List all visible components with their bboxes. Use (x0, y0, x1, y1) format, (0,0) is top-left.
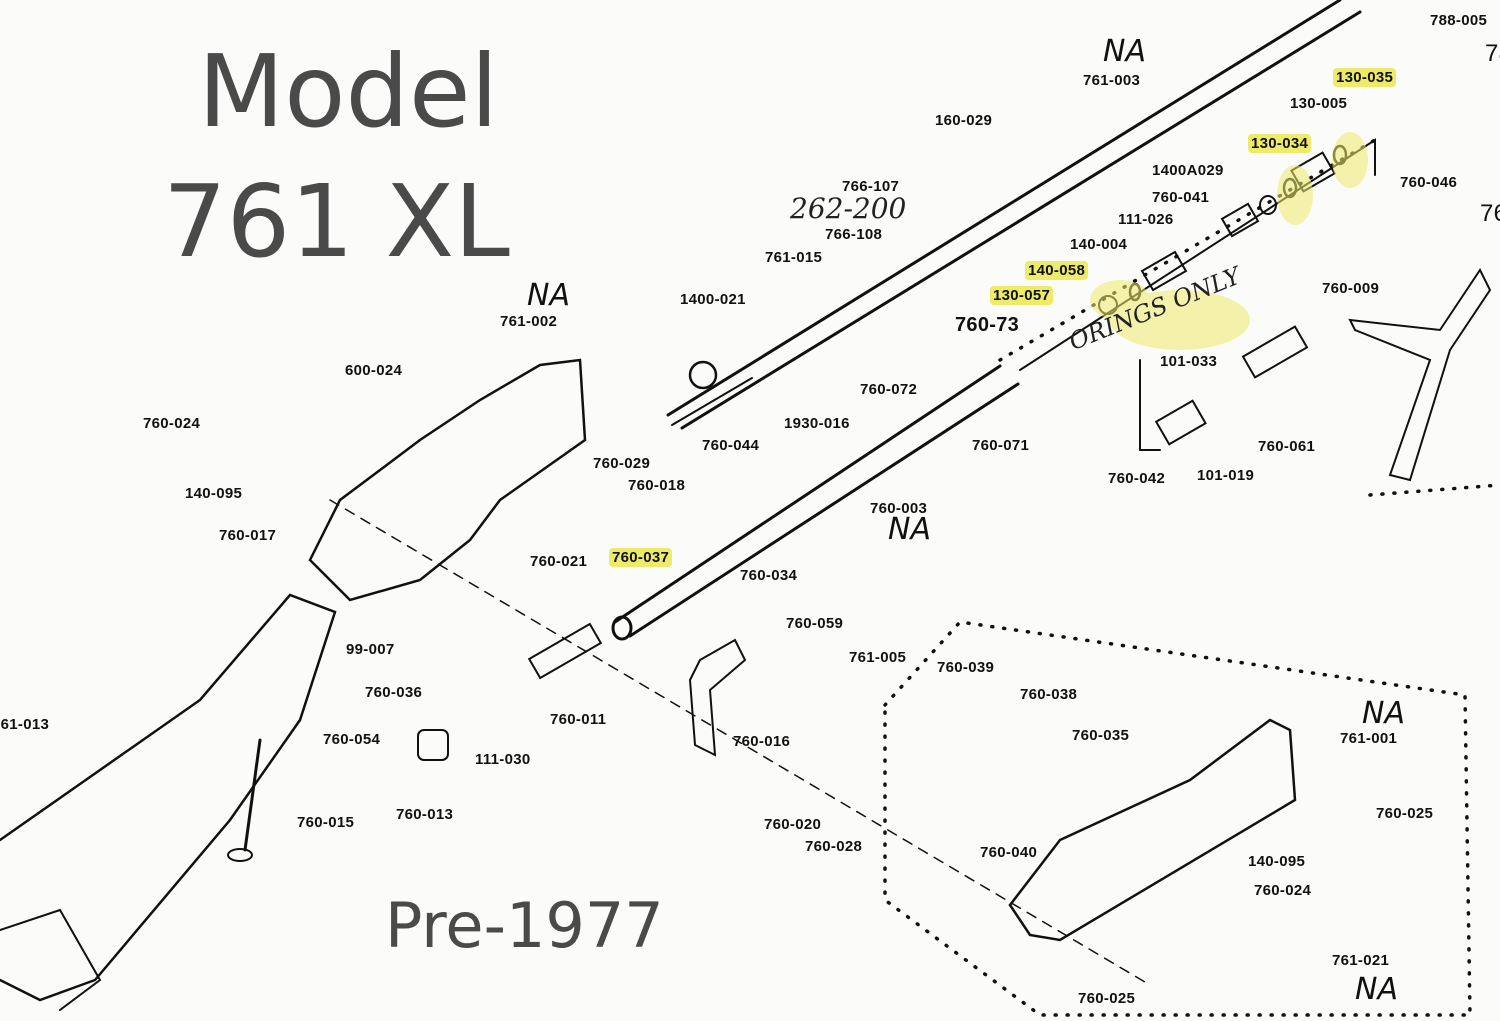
part-number-label: 761-005 (849, 649, 907, 666)
part-number-label: 101-033 (1160, 353, 1218, 370)
part-number-label: 78 (1485, 40, 1500, 67)
part-number-label: 760-040 (980, 844, 1038, 861)
part-number-label: 101-019 (1197, 467, 1255, 484)
part-number-label: 760-003 (870, 500, 928, 517)
part-number-label: 760-024 (143, 415, 201, 432)
part-number-label: 760-037 (609, 548, 673, 567)
part-number-label: 760-018 (628, 477, 686, 494)
part-number-label: 760-017 (219, 527, 277, 544)
part-number-label: 761-013 (0, 716, 50, 733)
part-number-label: 111-030 (475, 751, 531, 768)
part-number-label: 140-095 (1248, 853, 1306, 870)
part-number-label: 760-029 (593, 455, 651, 472)
part-number-label: 130-057 (990, 286, 1054, 305)
part-number-label: 760-036 (365, 684, 423, 701)
handwritten-part-number: 262-200 (790, 192, 907, 225)
part-number-label: 760-054 (323, 731, 381, 748)
part-number-label: 761-021 (1332, 952, 1390, 969)
part-number-label: 760-025 (1078, 990, 1136, 1007)
model-title-line1: Model (198, 33, 499, 150)
part-number-label: 760-035 (1072, 727, 1130, 744)
part-number-label: 130-034 (1248, 134, 1312, 153)
part-number-label: 760-015 (297, 814, 355, 831)
part-number-label: 130-005 (1290, 95, 1348, 112)
part-number-label: 760-016 (733, 733, 791, 750)
part-number-label: 76 (1480, 200, 1500, 227)
na-note: NA (527, 278, 570, 313)
part-number-label: 760-021 (530, 553, 588, 570)
part-number-label: 99-007 (346, 641, 395, 658)
part-number-label: 788-005 (1430, 12, 1488, 29)
part-number-label: 140-058 (1025, 261, 1089, 280)
part-number-label: 760-013 (396, 806, 454, 823)
part-number-label: 761-001 (1340, 730, 1398, 747)
part-number-label: 760-071 (972, 437, 1030, 454)
part-number-label: 760-020 (764, 816, 822, 833)
part-number-label: 160-029 (935, 112, 993, 129)
part-number-label: 1930-016 (784, 415, 850, 432)
part-number-label: 760-73 (955, 314, 1020, 336)
part-number-label: 766-108 (825, 226, 883, 243)
part-number-label: 761-015 (765, 249, 823, 266)
part-number-label: 760-028 (805, 838, 863, 855)
model-title-line2: 761 XL (163, 163, 510, 280)
part-number-label: 760-038 (1020, 686, 1078, 703)
na-note: NA (1355, 972, 1398, 1007)
part-number-label: 761-003 (1083, 72, 1141, 89)
part-number-label: 760-059 (786, 615, 844, 632)
part-number-label: 760-042 (1108, 470, 1166, 487)
part-number-label: 760-009 (1322, 280, 1380, 297)
part-number-label: 140-095 (185, 485, 243, 502)
part-number-label: 111-026 (1118, 211, 1174, 228)
part-number-label: 600-024 (345, 362, 403, 379)
part-number-label: 766-107 (842, 178, 900, 195)
na-note: NA (1362, 696, 1405, 731)
part-number-label: 760-024 (1254, 882, 1312, 899)
na-note: NA (1103, 34, 1146, 69)
part-number-label: 1400-021 (680, 291, 746, 308)
na-note: NA (888, 512, 931, 547)
era-subtitle: Pre-1977 (385, 889, 664, 962)
part-number-label: 760-046 (1400, 174, 1458, 191)
part-number-label: 760-011 (550, 711, 607, 728)
part-number-label: 130-035 (1333, 68, 1397, 87)
part-number-label: 760-061 (1258, 438, 1316, 455)
part-number-label: 760-039 (937, 659, 995, 676)
part-number-label: 761-002 (500, 313, 558, 330)
part-number-label: 760-034 (740, 567, 798, 584)
part-number-label: 1400A029 (1152, 162, 1224, 179)
part-number-label: 760-025 (1376, 805, 1434, 822)
part-number-label: 760-072 (860, 381, 918, 398)
part-number-label: 760-041 (1152, 189, 1210, 206)
part-number-label: 760-044 (702, 437, 760, 454)
part-number-label: 140-004 (1070, 236, 1128, 253)
